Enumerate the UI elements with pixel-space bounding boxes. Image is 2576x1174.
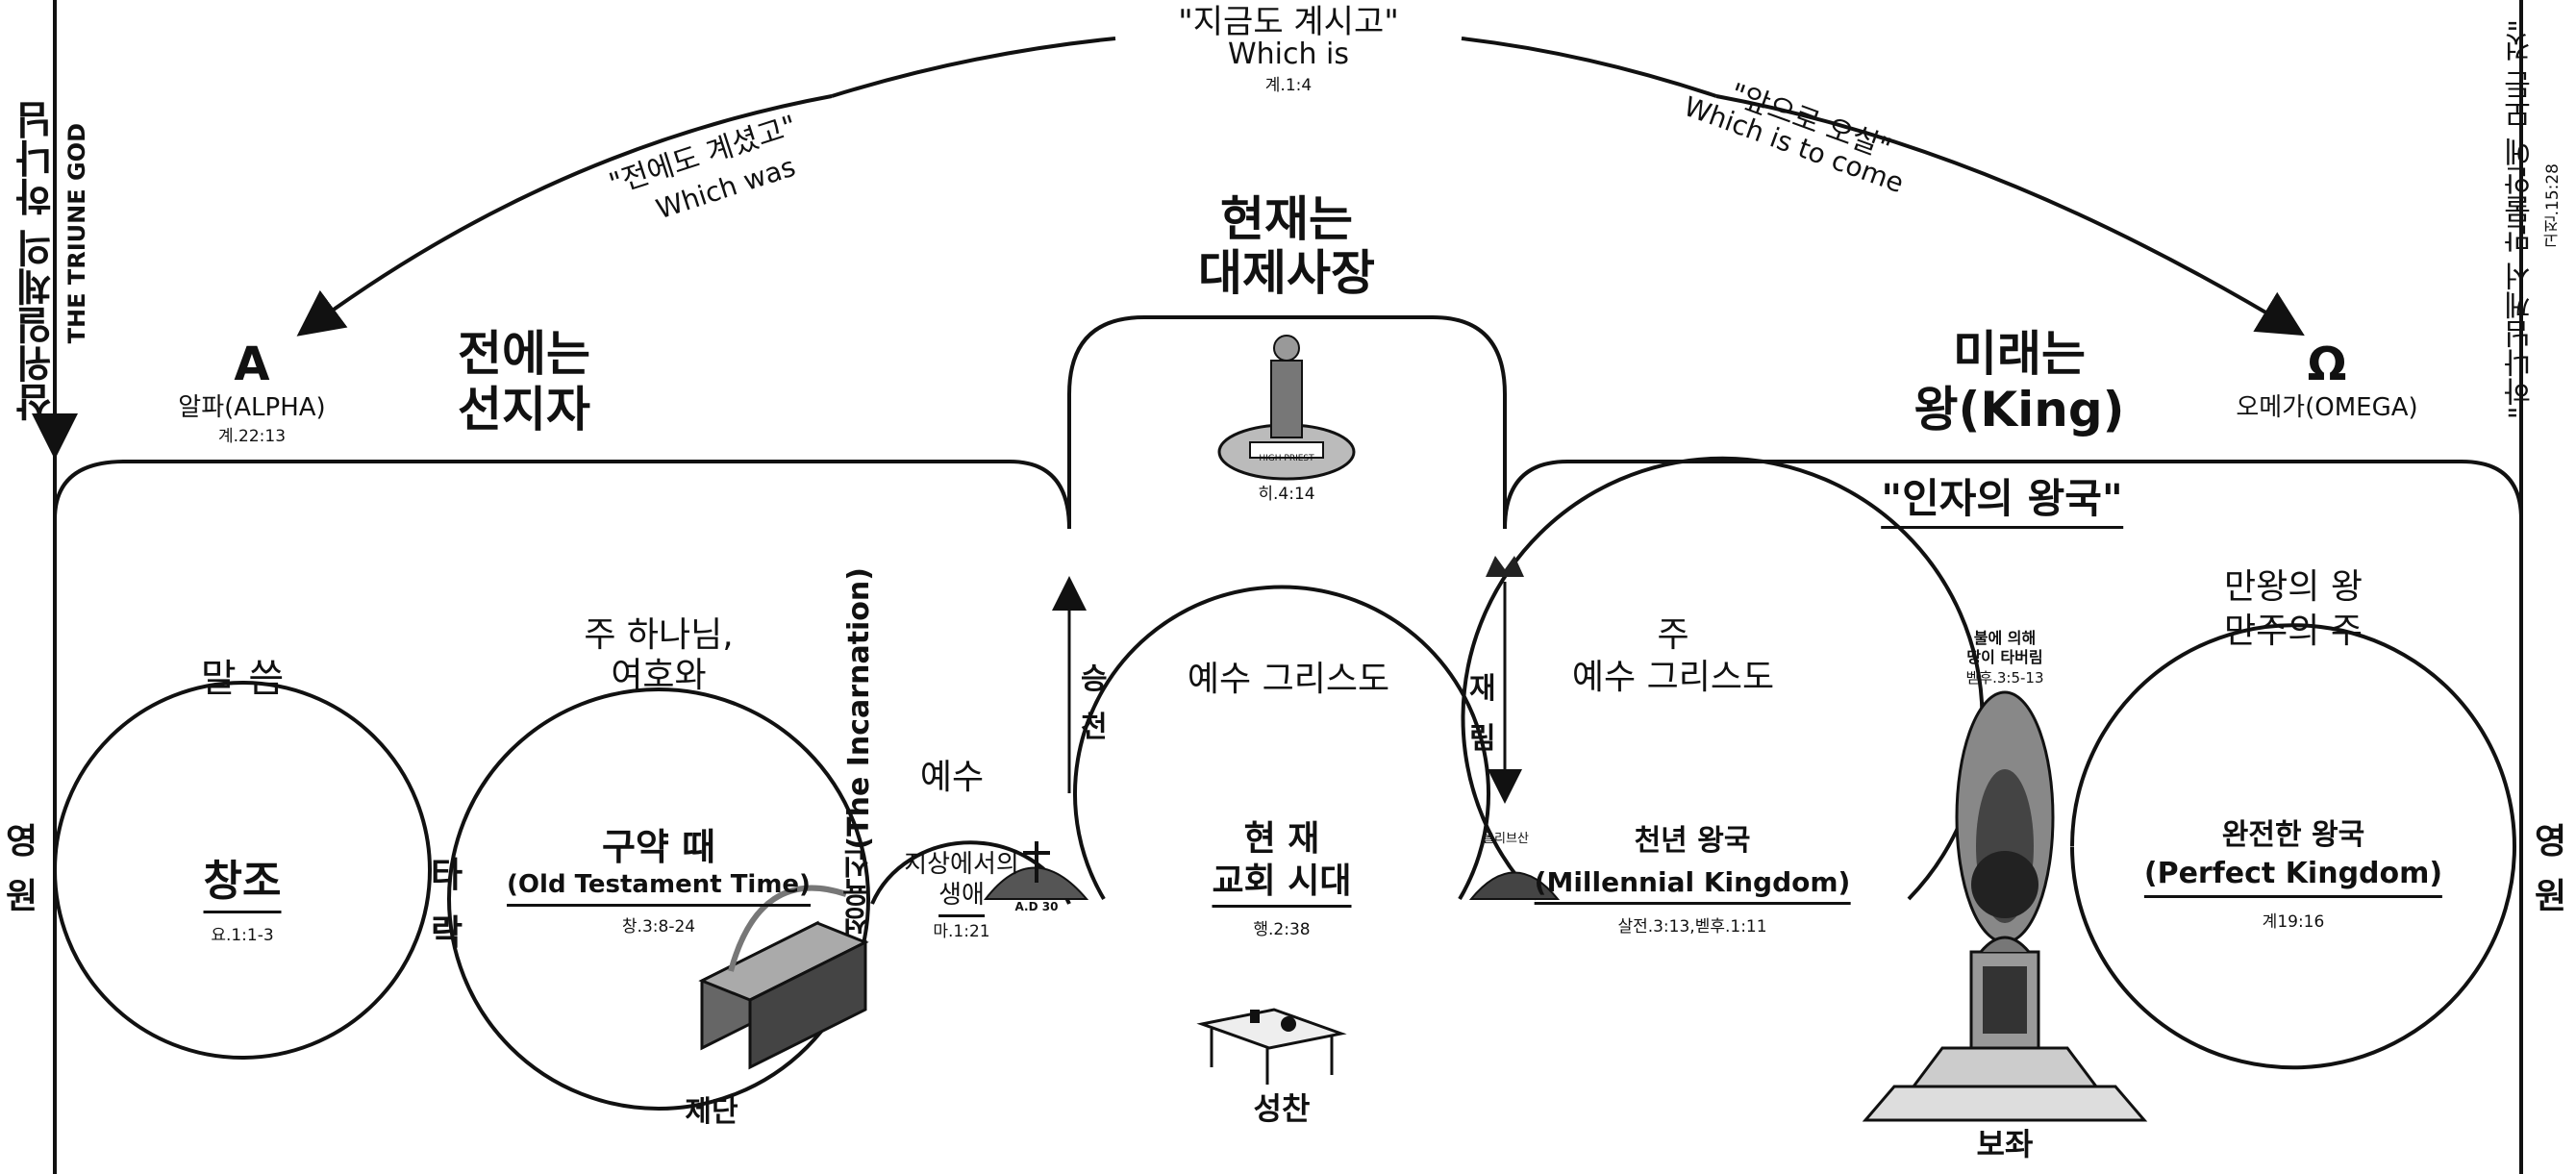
- god-all-in-all-ref: 고전.15:28: [2543, 163, 2563, 249]
- kingdom-of-son-title: "인자의 왕국": [1881, 475, 2123, 530]
- priest-ref: 히.4:14: [1258, 485, 1315, 504]
- ascension-2: 천: [1081, 711, 1108, 744]
- olivet-hill: [1468, 871, 1561, 900]
- priest-line2: 대제사장: [1198, 245, 1375, 301]
- era-church-name1: 현 재: [1243, 819, 1320, 859]
- fire-line2: 땅이 타버림: [1966, 648, 2043, 666]
- era-perfect-en: (Perfect Kingdom): [2143, 857, 2443, 898]
- incarnation-label: 성육신(The Incarnation): [842, 567, 876, 937]
- circle-creation: [53, 681, 432, 1060]
- era-church-ref: 행.2:38: [1253, 920, 1311, 939]
- prophet-line1: 전에는: [458, 326, 590, 382]
- era-life-ref: 마.1:21: [933, 922, 990, 941]
- return-2: 림: [1469, 722, 1496, 756]
- king-line1: 미래는: [1953, 326, 2086, 382]
- top-which-is-en: Which is: [1227, 37, 1350, 71]
- era-perfect-name: 완전한 왕국: [2221, 818, 2365, 852]
- era-millennium-ref: 살전.3:13,벧후.1:11: [1617, 917, 1767, 937]
- triune-god-title: 삼위일체의 하나님: [15, 101, 60, 422]
- fall-2: 락: [431, 913, 463, 953]
- communion-table-illustration: [1196, 1008, 1347, 1085]
- alpha-ref: 계.22:13: [217, 427, 287, 446]
- bracket-priest: [1067, 315, 1507, 529]
- era-perfect-ref: 계19:16: [2262, 912, 2325, 932]
- ad30-label: A.D 30: [1014, 900, 1059, 913]
- arc-which-to-come: [1715, 94, 2305, 337]
- throne-caption: 보좌: [1976, 1126, 2034, 1162]
- eternity-right-2: 원: [2535, 877, 2567, 916]
- circle-church-age: [1073, 585, 1490, 901]
- alpha-label: 알파(ALPHA): [178, 393, 326, 422]
- era-life-name2: 생애: [938, 881, 985, 917]
- circle-old-testament: [447, 687, 870, 1111]
- era-ot-en: (Old Testament Time): [507, 870, 811, 907]
- olivet-label: 올리브산: [1483, 832, 1529, 846]
- era-creation-ref: 요.1:1-3: [211, 926, 274, 945]
- cross-icon: [1023, 841, 1050, 883]
- era-ot-ref: 창.3:8-24: [621, 917, 696, 937]
- priest-line1: 현재는: [1220, 191, 1353, 247]
- era-life-above: 예수: [919, 758, 985, 797]
- era-millennium-name: 천년 왕국: [1634, 824, 1751, 858]
- eternity-left-1: 영: [6, 822, 38, 862]
- circle-perfect-kingdom: [2070, 623, 2516, 1070]
- top-which-is-ko: "지금도 계시고": [1178, 3, 1399, 41]
- triune-god-en: THE TRIUNE GOD: [63, 123, 90, 344]
- era-millennium-en: (Millennial Kingdom): [1534, 866, 1851, 906]
- throne-illustration: [1862, 936, 2148, 1122]
- era-perfect-above2: 만주의 주: [2224, 612, 2363, 651]
- high-priest-illustration: [1217, 335, 1356, 481]
- priest-banner: HIGH PRIEST: [1259, 454, 1314, 463]
- king-line2: 왕(King): [1913, 382, 2125, 437]
- omega-icon: Ω: [2307, 337, 2347, 391]
- era-ot-name: 구약 때: [601, 826, 716, 868]
- arc-which-is: [831, 37, 1717, 98]
- arc-which-was: [296, 94, 833, 337]
- era-ot-above1: 주 하나님,: [584, 615, 734, 655]
- era-millennium-above2: 예수 그리스도: [1571, 658, 1775, 697]
- ascension-1: 승: [1081, 662, 1108, 696]
- alpha-icon: A: [234, 337, 270, 391]
- burning-earth-illustration: [1955, 690, 2055, 944]
- fire-ref: 벧후.3:5-13: [1965, 669, 2044, 687]
- era-church-name2: 교회 시대: [1212, 862, 1352, 909]
- fall-1: 타: [431, 856, 463, 895]
- era-creation-above: 말 씀: [200, 657, 285, 701]
- era-creation-name: 창조: [203, 857, 282, 913]
- eternity-right-1: 영: [2535, 822, 2567, 862]
- crown-icon: [1486, 556, 1524, 577]
- bracket-king: [1503, 460, 2523, 530]
- altar-caption: 제단: [685, 1095, 738, 1129]
- era-perfect-above1: 만왕의 왕: [2224, 567, 2363, 607]
- fire-line1: 불에 의해: [1973, 629, 2037, 647]
- prophet-line2: 선지자: [458, 382, 590, 437]
- return-1: 재: [1469, 672, 1496, 706]
- calvary-hill: [983, 866, 1089, 900]
- top-which-is-ref: 계.1:4: [1264, 76, 1313, 95]
- era-life-name1: 지상에서의: [904, 850, 1019, 879]
- era-church-above: 예수 그리스도: [1187, 660, 1390, 699]
- era-millennium-above1: 주: [1657, 615, 1689, 655]
- god-all-in-all: "하나님께서 만물안에 모든 것": [2504, 19, 2538, 420]
- altar-illustration: [698, 885, 869, 1070]
- communion-caption: 성찬: [1253, 1090, 1311, 1127]
- bracket-prophet: [53, 460, 1071, 530]
- era-ot-above2: 여호와: [611, 656, 707, 695]
- eternity-left-2: 원: [6, 877, 38, 916]
- omega-label: 오메가(OMEGA): [2236, 393, 2418, 422]
